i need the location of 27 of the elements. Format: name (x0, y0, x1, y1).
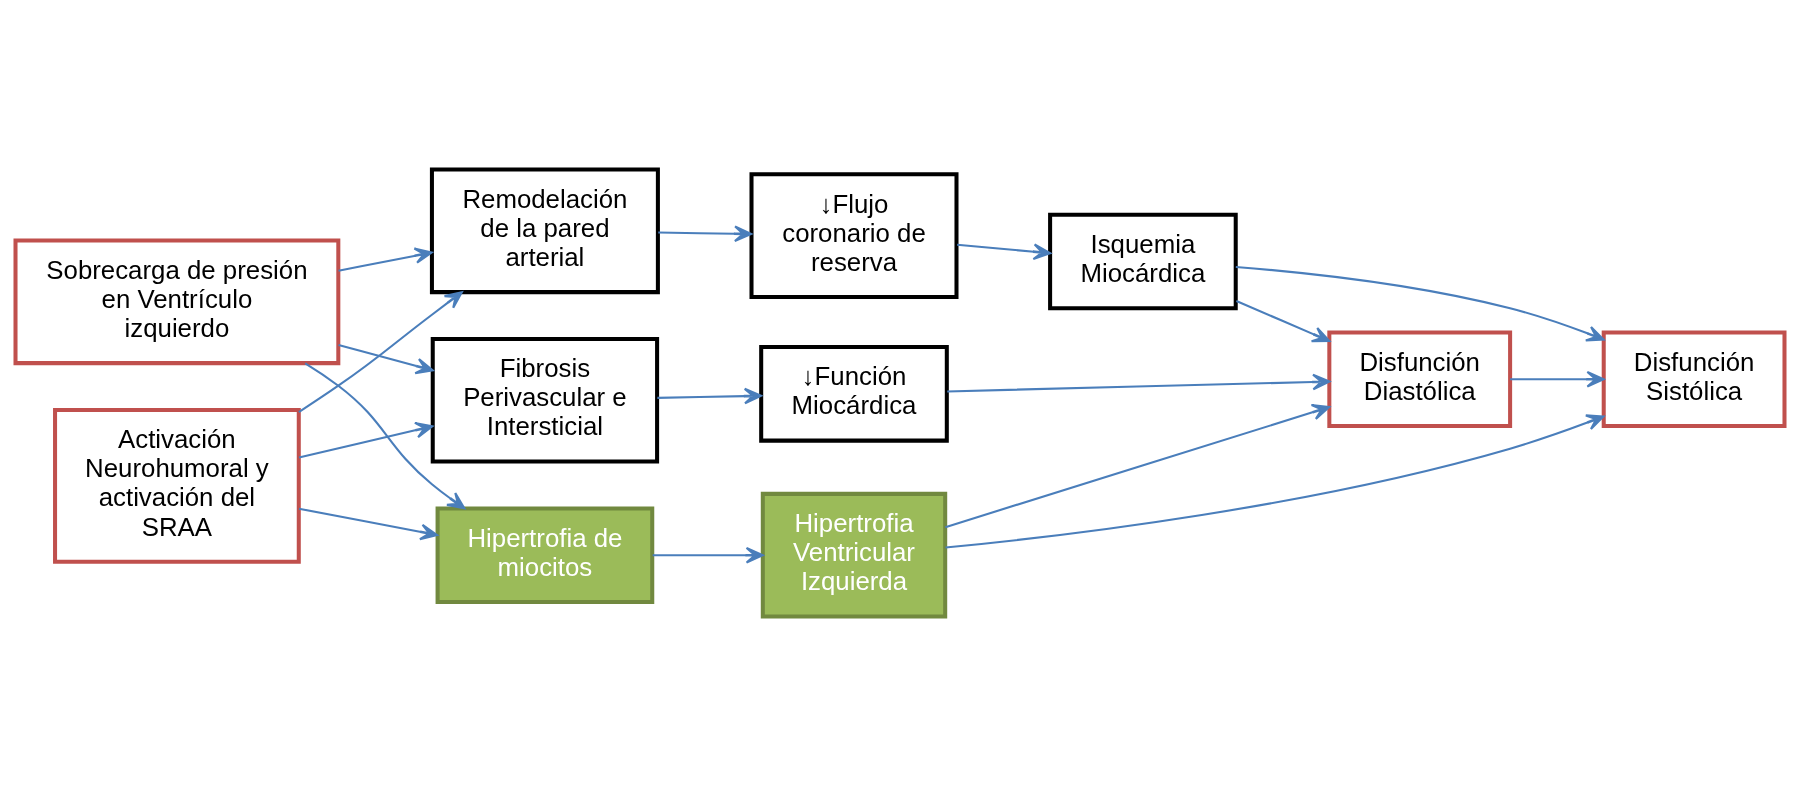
node-box: Remodelación de la pared arterial (429, 167, 660, 295)
node-box: Hipertrofia Ventricular Izquierda (760, 491, 948, 619)
arrow (304, 362, 466, 510)
node-box: ↓Flujo coronario de reserva (749, 172, 959, 299)
node-box: Disfunción Diastólica (1327, 330, 1513, 429)
arrow (298, 291, 463, 413)
node-box: ↓Función Miocárdica (759, 345, 949, 443)
arrow (1235, 300, 1331, 343)
arrow (657, 387, 763, 405)
arrow (338, 344, 434, 375)
arrow (298, 421, 434, 459)
node-box: Hipertrofia de miocitos (435, 506, 655, 605)
node-box: Sobrecarga de presión en Ventrículo izquierdo (13, 238, 341, 366)
arrow (338, 247, 433, 272)
arrow (957, 243, 1052, 261)
arrow (658, 225, 753, 243)
arrow (1510, 370, 1605, 388)
arrow (947, 373, 1331, 393)
arrow (945, 403, 1331, 529)
node-box: Isquemia Miocárdica (1048, 212, 1238, 311)
node-box: Disfunción Sistólica (1601, 330, 1787, 429)
node-box: Fibrosis Perivascular e Intersticial (430, 336, 660, 464)
arrow (945, 414, 1605, 549)
node-box: Activación Neurohumoral y activación del SRAA (53, 407, 301, 564)
arrow (298, 507, 439, 541)
arrow (652, 546, 764, 564)
arrow (1235, 265, 1605, 342)
